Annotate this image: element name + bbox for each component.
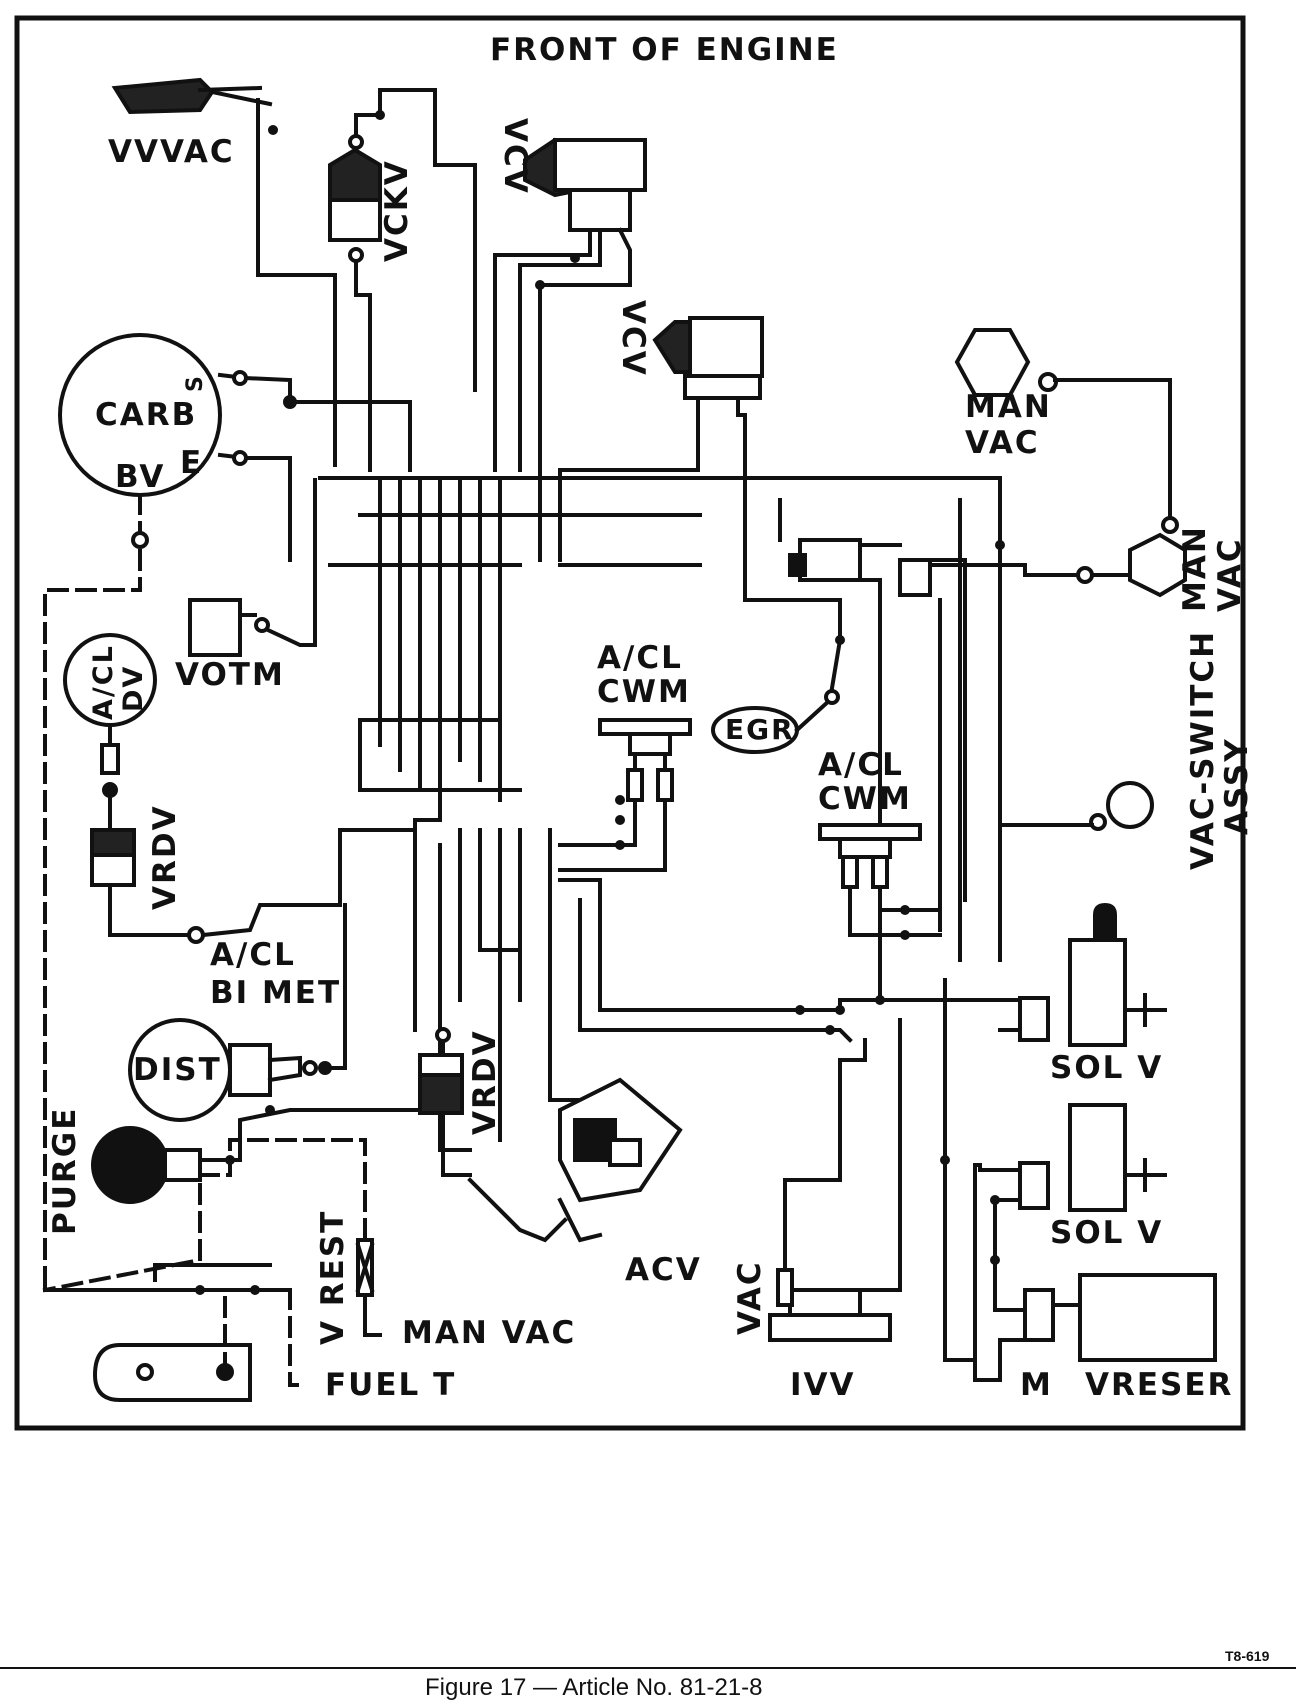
ivv-body xyxy=(768,1313,892,1342)
acl-cwm-right-body xyxy=(818,823,922,841)
acl-bimet-label-1: A/CL xyxy=(210,937,296,973)
acl-bimet-label-2: BI MET xyxy=(210,975,342,1011)
acv-label: ACV xyxy=(625,1252,702,1288)
sol-v-lower-body xyxy=(1068,1103,1127,1212)
egr-label: EGR xyxy=(725,713,795,746)
man-vac-top-body xyxy=(954,328,1031,397)
acl-cwm-right-label-1: A/CL xyxy=(818,747,904,783)
m-label: M xyxy=(1020,1367,1053,1403)
vckv-label: VCKV xyxy=(379,159,415,262)
figure-code: T8-619 xyxy=(1225,1648,1270,1664)
purge-label: PURGE xyxy=(47,1106,83,1235)
vac-switch-assy-gauge xyxy=(1106,781,1154,829)
vac-switch-body xyxy=(798,538,862,582)
purge-body xyxy=(91,1126,169,1204)
hose xyxy=(354,253,372,472)
man-vac-bottom-label: MAN VAC xyxy=(402,1315,577,1351)
carb-bv-label: BV xyxy=(115,459,166,495)
dist-label: DIST xyxy=(133,1052,222,1088)
vac-switch-assy-label-2: ASSY xyxy=(1219,737,1255,835)
fuel-t-label: FUEL T xyxy=(325,1367,457,1403)
carb-e-label: E xyxy=(180,445,204,481)
hose xyxy=(354,88,382,142)
man-vac-right-label-2: VAC xyxy=(1212,537,1248,612)
fuel-tank-body xyxy=(92,1343,252,1402)
acl-cwm-left-label-2: CWM xyxy=(597,674,691,710)
hose xyxy=(256,98,337,467)
vcv-top-label: VCV xyxy=(497,118,533,195)
vac-switch-assy-label-1: VAC-SWITCH xyxy=(1185,629,1221,870)
acl-dv-label-2: DV xyxy=(118,664,149,712)
carb-s-label: S xyxy=(183,374,208,392)
man-vac-top-label-2: VAC xyxy=(965,425,1040,461)
page-title: FRONT OF ENGINE xyxy=(490,32,839,68)
man-vac-right-body xyxy=(1128,532,1187,598)
figure-caption: Figure 17 — Article No. 81-21-8 xyxy=(425,1674,763,1701)
votm-label: VOTM xyxy=(175,657,285,693)
votm-body xyxy=(188,598,242,657)
vreser-body xyxy=(1078,1273,1217,1362)
acl-cwm-right-label-2: CWM xyxy=(818,781,912,817)
vcv-mid-label: VCV xyxy=(615,300,651,377)
carb-label: CARB xyxy=(95,397,198,433)
vvvac-label: VVVAC xyxy=(108,134,235,170)
diagram-frame xyxy=(14,15,1246,1431)
vrdv-left-label: VRDV xyxy=(147,804,183,910)
man-vac-top-label-1: MAN xyxy=(965,389,1052,425)
vrest-label: V REST xyxy=(315,1209,351,1345)
acl-cwm-left-body xyxy=(598,718,692,736)
vrdv-center-label: VRDV xyxy=(467,1029,503,1135)
vac-ivv-label: VAC xyxy=(732,1260,768,1335)
sol-v-lower-label: SOL V xyxy=(1050,1215,1164,1251)
sol-v-upper-label: SOL V xyxy=(1050,1050,1164,1086)
ivv-label: IVV xyxy=(790,1367,856,1403)
vcv-mid-body xyxy=(652,320,692,374)
vvvac-body xyxy=(111,77,215,115)
man-vac-right-label-1: MAN xyxy=(1177,525,1213,612)
sol-v-upper-body xyxy=(1068,938,1127,1047)
acl-cwm-left-label-1: A/CL xyxy=(597,640,683,676)
hose xyxy=(378,88,477,392)
vckv-body xyxy=(328,147,382,202)
acl-dv-label-1: A/CL xyxy=(88,644,119,720)
vreser-label: VRESER xyxy=(1085,1367,1234,1403)
